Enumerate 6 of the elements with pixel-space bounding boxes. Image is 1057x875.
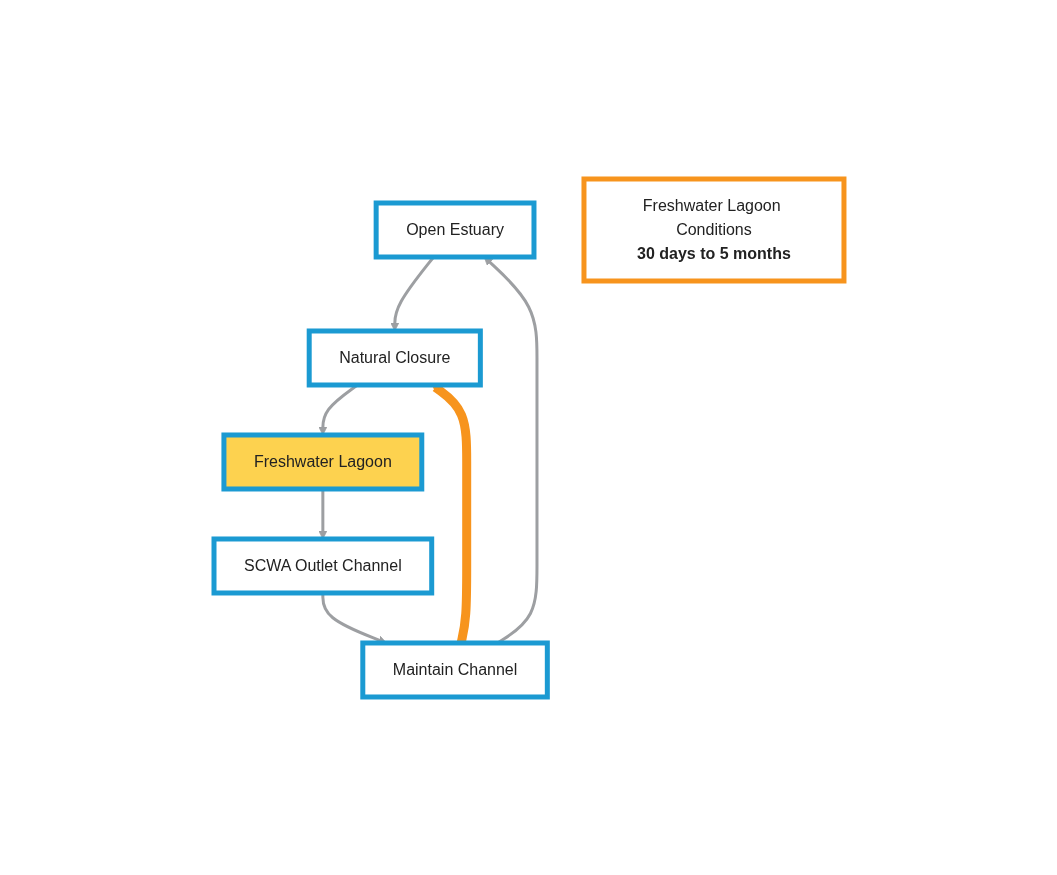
node-box: Open Estuary [373, 200, 536, 259]
node-box: Freshwater Lagoon [220, 432, 424, 491]
node-box: Natural Closure [306, 328, 483, 387]
node-box: Maintain Channel [359, 640, 550, 699]
node-box: Freshwater Lagoon Conditions 30 days to 5 months [581, 176, 846, 283]
node-box: SCWA Outlet Channel [211, 536, 434, 595]
